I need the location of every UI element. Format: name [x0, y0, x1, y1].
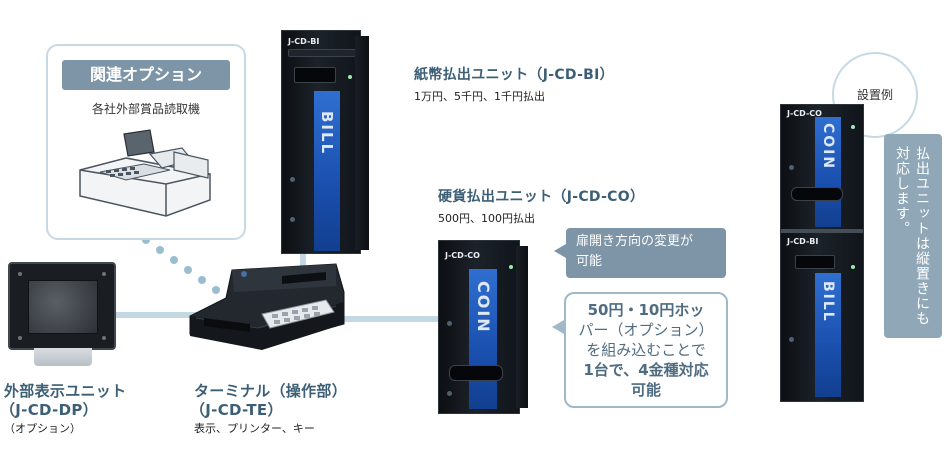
coin-unit-image: J-CD-CO COIN — [438, 240, 520, 414]
terminal-title: ターミナル（操作部） — [194, 382, 348, 400]
hopper-note-line5: 可能 — [630, 381, 661, 399]
stacked-bill-tag: J-CD-BI — [787, 237, 819, 246]
option-card-subtitle: 各社外部賞品読取機 — [91, 102, 200, 116]
coin-unit-vertical-label: COIN — [474, 281, 493, 334]
connector-bill-terminal — [300, 246, 306, 270]
option-card: 関連オプション 各社外部賞品読取機 — [46, 44, 246, 240]
bill-unit-vertical-label: BILL — [318, 111, 336, 156]
terminal-code: （J-CD-TE） — [190, 401, 283, 419]
bill-unit-subtitle: 1万円、5千円、1千円払出 — [414, 90, 545, 103]
hopper-note-line2: パー（オプション） — [578, 321, 714, 339]
terminal-subtitle: 表示、プリンター、キー — [194, 422, 315, 435]
hopper-note: 50円・10円ホッ パー（オプション） を組み込むことで 1台で、4金種対応 可… — [564, 292, 728, 408]
door-note: 扉開き方向の変更が 可能 — [566, 228, 726, 278]
display-unit-code: （J-CD-DP） — [0, 401, 98, 419]
coin-unit-tag: J-CD-CO — [445, 251, 480, 260]
stacked-coin-tag: J-CD-CO — [787, 109, 822, 118]
stacked-unit-image: J-CD-CO COIN J-CD-BI BILL — [780, 104, 864, 402]
bill-unit-image: J-CD-BI BILL — [281, 30, 361, 254]
vertical-install-note: 払出ユニットは縦置きにも対応します。 — [884, 134, 942, 338]
bill-unit-tag: J-CD-BI — [288, 37, 320, 46]
coin-unit-subtitle: 500円、100円払出 — [438, 212, 535, 225]
display-unit-title: 外部表示ユニット — [4, 382, 127, 400]
door-note-line1: 扉開き方向の変更が — [576, 234, 694, 249]
connector-display-terminal — [110, 312, 200, 318]
connector-terminal-coin — [330, 316, 442, 322]
option-card-title: 関連オプション — [62, 60, 230, 90]
hopper-note-line1: 50円・10円ホッ — [587, 301, 705, 319]
stacked-bill-vertical: BILL — [820, 281, 836, 323]
hopper-note-pointer — [552, 320, 564, 334]
stacked-coin-vertical: COIN — [820, 123, 836, 171]
bill-unit-title: 紙幣払出ユニット（J-CD-BI） — [414, 67, 614, 83]
display-unit-subtitle: （オプション） — [4, 422, 81, 435]
door-note-line2: 可能 — [576, 254, 603, 269]
prize-reader-illustration — [79, 129, 211, 217]
door-note-pointer — [554, 244, 566, 258]
hopper-note-line4: 1台で、4金種対応 — [583, 361, 709, 379]
hopper-note-line3: を組み込むことで — [586, 341, 706, 359]
terminal-image — [189, 263, 345, 350]
coin-unit-title: 硬貨払出ユニット（J-CD-CO） — [438, 189, 645, 205]
display-unit-image — [8, 262, 116, 350]
